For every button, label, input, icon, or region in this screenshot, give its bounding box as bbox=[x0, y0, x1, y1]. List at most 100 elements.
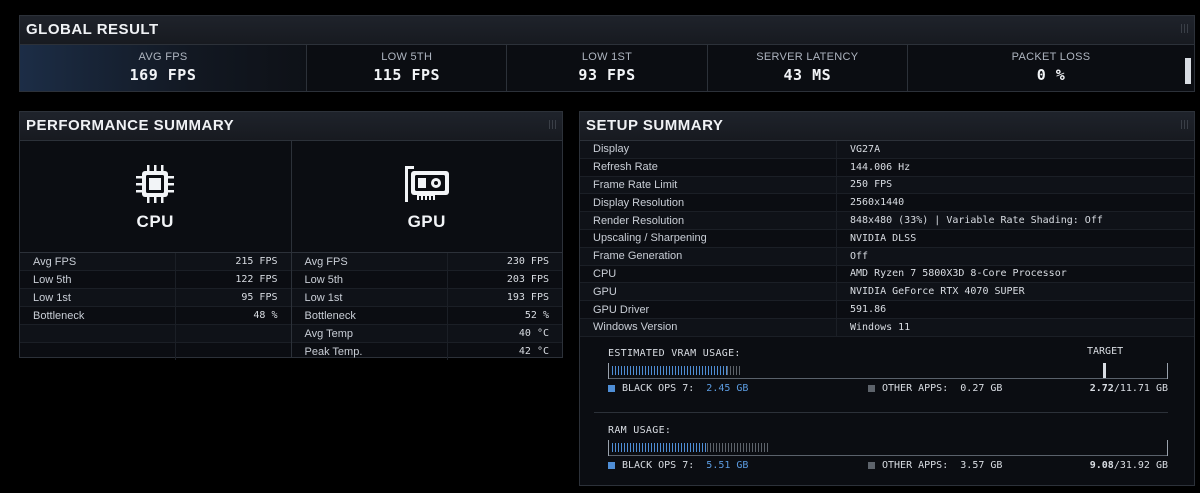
panel-title: SETUP SUMMARY bbox=[586, 117, 724, 134]
legend-game-value: 2.45 GB bbox=[706, 383, 749, 394]
row-key: Frame Rate Limit bbox=[580, 176, 837, 194]
gpu-icon bbox=[404, 166, 449, 202]
row-key: Low 1st bbox=[20, 289, 176, 306]
row-value: NVIDIA GeForce RTX 4070 SUPER bbox=[850, 286, 1025, 298]
row-key: Upscaling / Sharpening bbox=[580, 229, 837, 247]
legend-game-label: BLACK OPS 7: bbox=[622, 460, 695, 471]
row-key: Refresh Rate bbox=[580, 158, 837, 176]
legend-swatch bbox=[868, 462, 875, 469]
stat-value: 43 MS bbox=[783, 66, 832, 84]
table-row: Avg Temp 40 °C bbox=[291, 324, 562, 342]
vram-target-label: TARGET bbox=[1087, 346, 1124, 357]
legend-game-label: BLACK OPS 7: bbox=[622, 383, 695, 394]
legend-game: BLACK OPS 7: 5.51 GB bbox=[608, 460, 868, 471]
row-key: GPU Driver bbox=[580, 301, 837, 318]
row-value: 203 FPS bbox=[506, 274, 549, 285]
ram-bar bbox=[608, 440, 1168, 456]
legend-other-label: OTHER APPS: bbox=[882, 383, 949, 394]
row-value: 2560x1440 bbox=[850, 197, 905, 209]
row-value: 591.86 bbox=[850, 304, 887, 316]
ram-title: RAM USAGE: bbox=[608, 425, 672, 436]
vram-capacity: /11.71 GB bbox=[1113, 383, 1168, 394]
row-value: 122 FPS bbox=[235, 274, 278, 285]
scrollbar-thumb[interactable] bbox=[1185, 58, 1191, 84]
table-row: Frame Rate Limit 250 FPS bbox=[580, 176, 1194, 195]
row-key: Frame Generation bbox=[580, 247, 837, 265]
vram-usage: ESTIMATED VRAM USAGE: TARGET BLACK OPS 7… bbox=[608, 346, 1168, 394]
cpu-header: CPU bbox=[20, 141, 291, 252]
legend-game-value: 5.51 GB bbox=[706, 460, 749, 471]
grip-icon[interactable] bbox=[549, 120, 558, 129]
row-value: 848x480 (33%) | Variable Rate Shading: O… bbox=[850, 215, 1103, 227]
ram-used: 9.08 bbox=[1089, 460, 1114, 471]
table-row: Upscaling / Sharpening NVIDIA DLSS bbox=[580, 229, 1194, 248]
row-value: AMD Ryzen 7 5800X3D 8-Core Processor bbox=[850, 268, 1067, 280]
ram-capacity: /31.92 GB bbox=[1113, 460, 1168, 471]
table-row-empty bbox=[20, 324, 291, 342]
row-key: Avg Temp bbox=[292, 325, 448, 342]
table-row: Bottleneck 52 % bbox=[291, 306, 562, 324]
setup-table: Display VG27A Refresh Rate 144.006 Hz Fram… bbox=[580, 141, 1194, 337]
row-key: Display Resolution bbox=[580, 194, 837, 212]
stat-value: 0 % bbox=[1036, 66, 1066, 84]
table-row: GPU NVIDIA GeForce RTX 4070 SUPER bbox=[580, 283, 1194, 302]
cpu-label: CPU bbox=[136, 212, 174, 231]
vram-title: ESTIMATED VRAM USAGE: bbox=[608, 348, 741, 359]
stat-label: SERVER LATENCY bbox=[756, 51, 859, 63]
legend-other-value: 0.27 GB bbox=[960, 383, 1003, 394]
ram-game-fill bbox=[612, 443, 707, 452]
table-row: Display VG27A bbox=[580, 141, 1194, 159]
table-row: Peak Temp.42 °C bbox=[291, 342, 562, 360]
global-stats: AVG FPS 169 FPS LOW 5TH 115 FPS LOW 1ST … bbox=[20, 45, 1194, 91]
row-value: 52 % bbox=[524, 310, 549, 321]
performance-summary-header: PERFORMANCE SUMMARY bbox=[20, 112, 562, 141]
legend-game: BLACK OPS 7: 2.45 GB bbox=[608, 383, 868, 394]
grip-icon[interactable] bbox=[1181, 24, 1190, 33]
row-key: Windows Version bbox=[580, 318, 837, 336]
legend-swatch bbox=[608, 462, 615, 469]
global-result-panel: GLOBAL RESULT AVG FPS 169 FPS LOW 5TH 11… bbox=[19, 15, 1195, 92]
legend-other: OTHER APPS: 3.57 GB bbox=[868, 460, 1068, 471]
gpu-label: GPU bbox=[407, 212, 446, 231]
ram-legend: BLACK OPS 7: 5.51 GB OTHER APPS: 3.57 GB… bbox=[608, 460, 1168, 471]
row-value: VG27A bbox=[850, 143, 881, 155]
row-value: 250 FPS bbox=[850, 179, 893, 191]
row-value: 42 °C bbox=[518, 346, 549, 357]
row-value: 48 % bbox=[253, 310, 278, 321]
table-row: GPU Driver 591.86 bbox=[580, 301, 1194, 319]
row-key: Display bbox=[580, 141, 837, 158]
ram-usage: RAM USAGE: BLACK OPS 7: 5.51 GB OTHER AP… bbox=[608, 425, 1168, 471]
global-result-header: GLOBAL RESULT bbox=[20, 16, 1194, 45]
vram-target-marker bbox=[1103, 363, 1106, 378]
stat-packet-loss: PACKET LOSS 0 % bbox=[908, 45, 1194, 91]
stat-value: 115 FPS bbox=[373, 66, 441, 84]
stat-label: AVG FPS bbox=[138, 51, 188, 63]
row-key: Bottleneck bbox=[292, 307, 448, 324]
vram-bar: TARGET bbox=[608, 346, 1168, 379]
row-key: GPU bbox=[580, 283, 837, 301]
divider bbox=[594, 412, 1168, 413]
ram-other-fill bbox=[707, 443, 769, 452]
ram-total: 9.08/31.92 GB bbox=[1068, 460, 1168, 471]
row-value: 40 °C bbox=[518, 328, 549, 339]
row-value: NVIDIA DLSS bbox=[850, 232, 917, 244]
legend-swatch bbox=[608, 385, 615, 392]
vram-other-fill bbox=[727, 366, 740, 375]
legend-other: OTHER APPS: 0.27 GB bbox=[868, 383, 1068, 394]
cpu-icon bbox=[136, 165, 175, 203]
row-value: Off bbox=[850, 250, 869, 262]
row-value: 144.006 Hz bbox=[850, 161, 911, 173]
stat-value: 93 FPS bbox=[578, 66, 636, 84]
row-value: 215 FPS bbox=[235, 256, 278, 267]
grip-icon[interactable] bbox=[1181, 120, 1190, 129]
